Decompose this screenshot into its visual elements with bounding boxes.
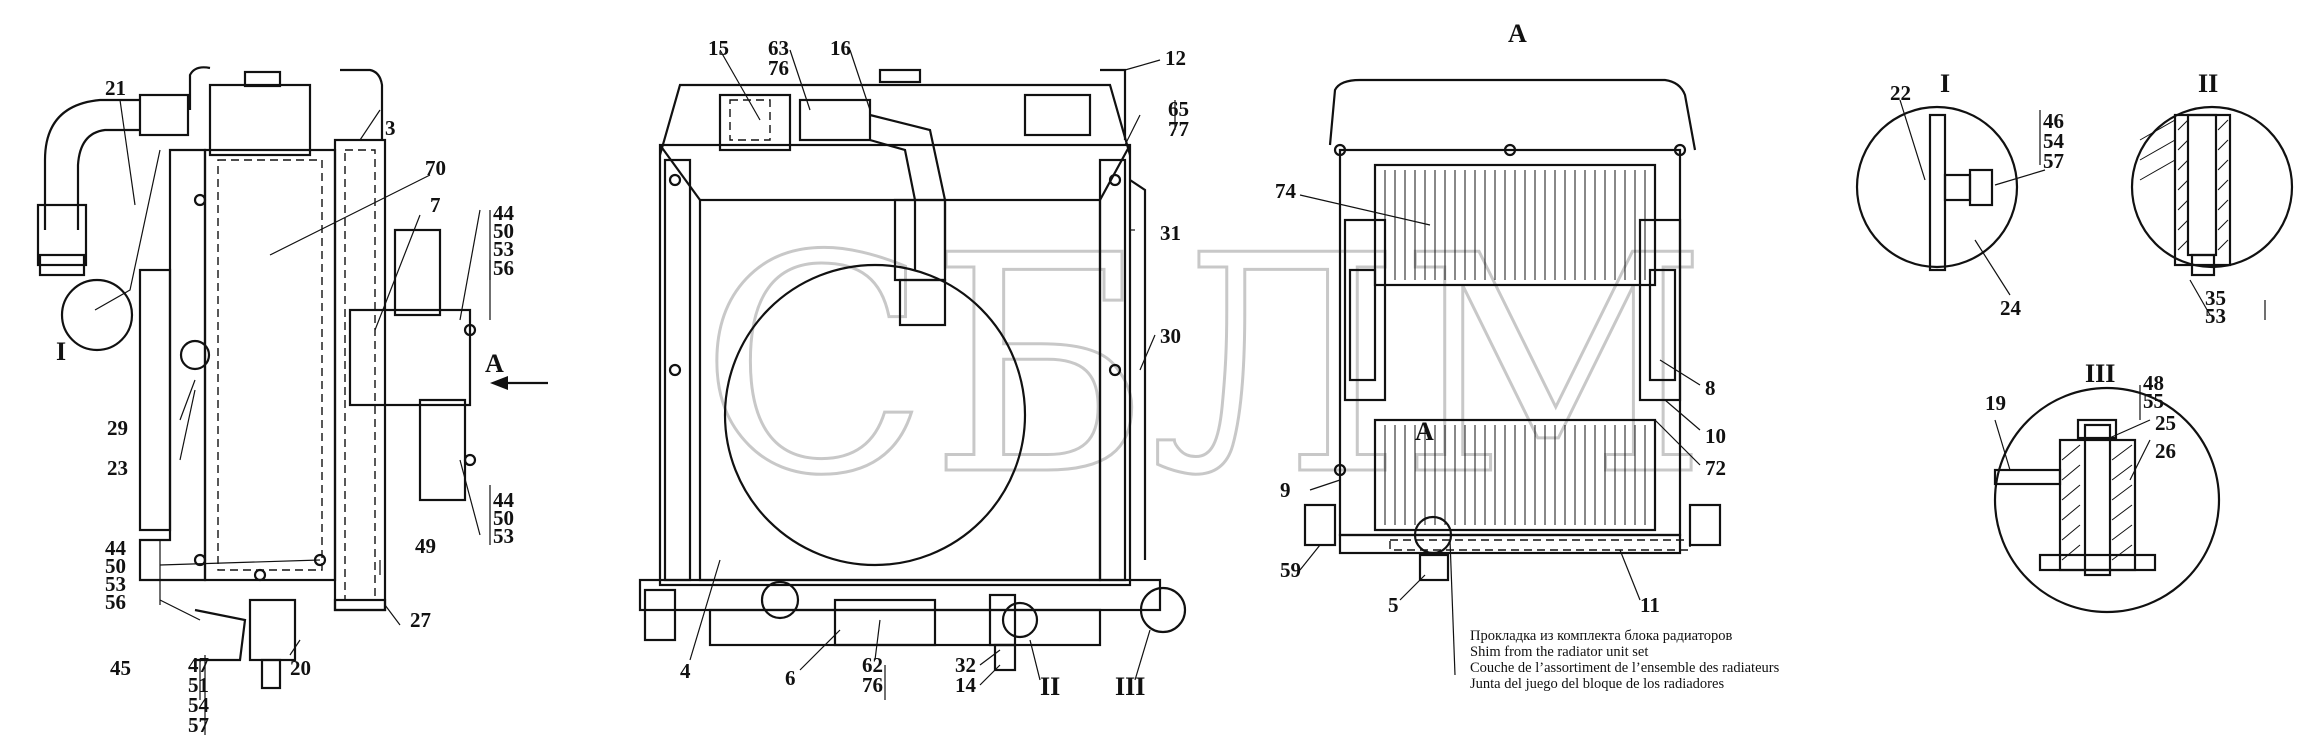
- label-56-c: 56: [105, 590, 126, 614]
- label-19: 19: [1985, 391, 2006, 415]
- label-11: 11: [1640, 593, 1660, 617]
- label-50-a: 50: [493, 219, 514, 243]
- label-31: 31: [1160, 221, 1181, 245]
- label-5: 5: [1388, 593, 1399, 617]
- label-3: 3: [385, 116, 396, 140]
- label-9: 9: [1280, 478, 1291, 502]
- view-a: [1299, 78, 1722, 676]
- label-70: 70: [425, 156, 446, 180]
- label-53-b: 53: [493, 524, 514, 548]
- view-a-mid: А: [1415, 417, 1434, 446]
- label-12: 12: [1165, 46, 1186, 70]
- note-line-es: Junta del juego del bloque de los radiad…: [1470, 676, 1724, 692]
- note-line-en: Shim from the radiator unit set: [1470, 644, 1648, 660]
- label-32: 32: [955, 653, 976, 677]
- watermark: СБЛМ: [700, 192, 1708, 541]
- label-44-c: 44: [105, 536, 127, 560]
- label-26: 26: [2155, 439, 2176, 463]
- detail-2-title: II: [2198, 69, 2218, 98]
- detail-3-title: III: [2085, 359, 2115, 388]
- label-74: 74: [1275, 179, 1297, 203]
- label-10: 10: [1705, 424, 1726, 448]
- label-62: 62: [862, 653, 883, 677]
- label-44-a: 44: [493, 201, 515, 225]
- label-14: 14: [955, 673, 977, 697]
- detail-1-title: I: [1940, 69, 1950, 98]
- label-77: 77: [1168, 117, 1189, 141]
- arrow-a-label: А: [485, 349, 504, 378]
- label-21: 21: [105, 76, 126, 100]
- label-48: 48: [2143, 371, 2164, 395]
- label-49: 49: [415, 534, 436, 558]
- label-53-a: 53: [493, 237, 514, 261]
- label-65: 65: [1168, 97, 1189, 121]
- label-4: 4: [680, 659, 691, 683]
- label-46: 46: [2043, 109, 2064, 133]
- label-53-e: 53: [2205, 304, 2226, 328]
- label-76-b: 76: [862, 673, 883, 697]
- callout-2: II: [1040, 672, 1060, 701]
- view-a-title: А: [1508, 19, 1527, 48]
- label-54-d: 54: [2043, 129, 2065, 153]
- label-27: 27: [410, 608, 431, 632]
- label-53-c: 53: [105, 572, 126, 596]
- label-76-a: 76: [768, 56, 789, 80]
- label-72: 72: [1705, 456, 1726, 480]
- label-45: 45: [110, 656, 131, 680]
- label-20: 20: [290, 656, 311, 680]
- note-line-fr: Couche de l’assortiment de l’ensemble de…: [1470, 660, 1780, 676]
- shim-note: Прокладка из комплекта блока радиаторов …: [1470, 628, 1780, 692]
- detail-2: [2130, 105, 2294, 320]
- detail-3: [1993, 385, 2221, 614]
- front-view: [638, 49, 1187, 700]
- label-7: 7: [430, 193, 441, 217]
- label-24: 24: [2000, 296, 2022, 320]
- label-55: 55: [2143, 389, 2164, 413]
- label-59: 59: [1280, 558, 1301, 582]
- label-35: 35: [2205, 286, 2226, 310]
- label-29: 29: [107, 416, 128, 440]
- label-57-d: 57: [2043, 149, 2064, 173]
- label-16: 16: [830, 36, 851, 60]
- callout-1: I: [56, 337, 66, 366]
- side-view: [36, 66, 548, 735]
- label-22: 22: [1890, 81, 1911, 105]
- detail-1: [1855, 99, 2046, 296]
- label-23: 23: [107, 456, 128, 480]
- label-47: 47: [188, 653, 209, 677]
- label-6: 6: [785, 666, 796, 690]
- label-30: 30: [1160, 324, 1181, 348]
- label-54: 54: [188, 693, 210, 717]
- label-51: 51: [188, 673, 209, 697]
- label-8: 8: [1705, 376, 1716, 400]
- label-56-a: 56: [493, 256, 514, 280]
- label-25: 25: [2155, 411, 2176, 435]
- label-44-b: 44: [493, 488, 515, 512]
- label-57: 57: [188, 713, 209, 737]
- label-50-b: 50: [493, 506, 514, 530]
- label-50-c: 50: [105, 554, 126, 578]
- part-labels: 21 3 70 7 29 23 49 27 45 20 44 50 53 56 …: [56, 19, 2226, 737]
- callout-3: III: [1115, 672, 1145, 701]
- label-15: 15: [708, 36, 729, 60]
- note-line-ru: Прокладка из комплекта блока радиаторов: [1470, 628, 1733, 644]
- label-63: 63: [768, 36, 789, 60]
